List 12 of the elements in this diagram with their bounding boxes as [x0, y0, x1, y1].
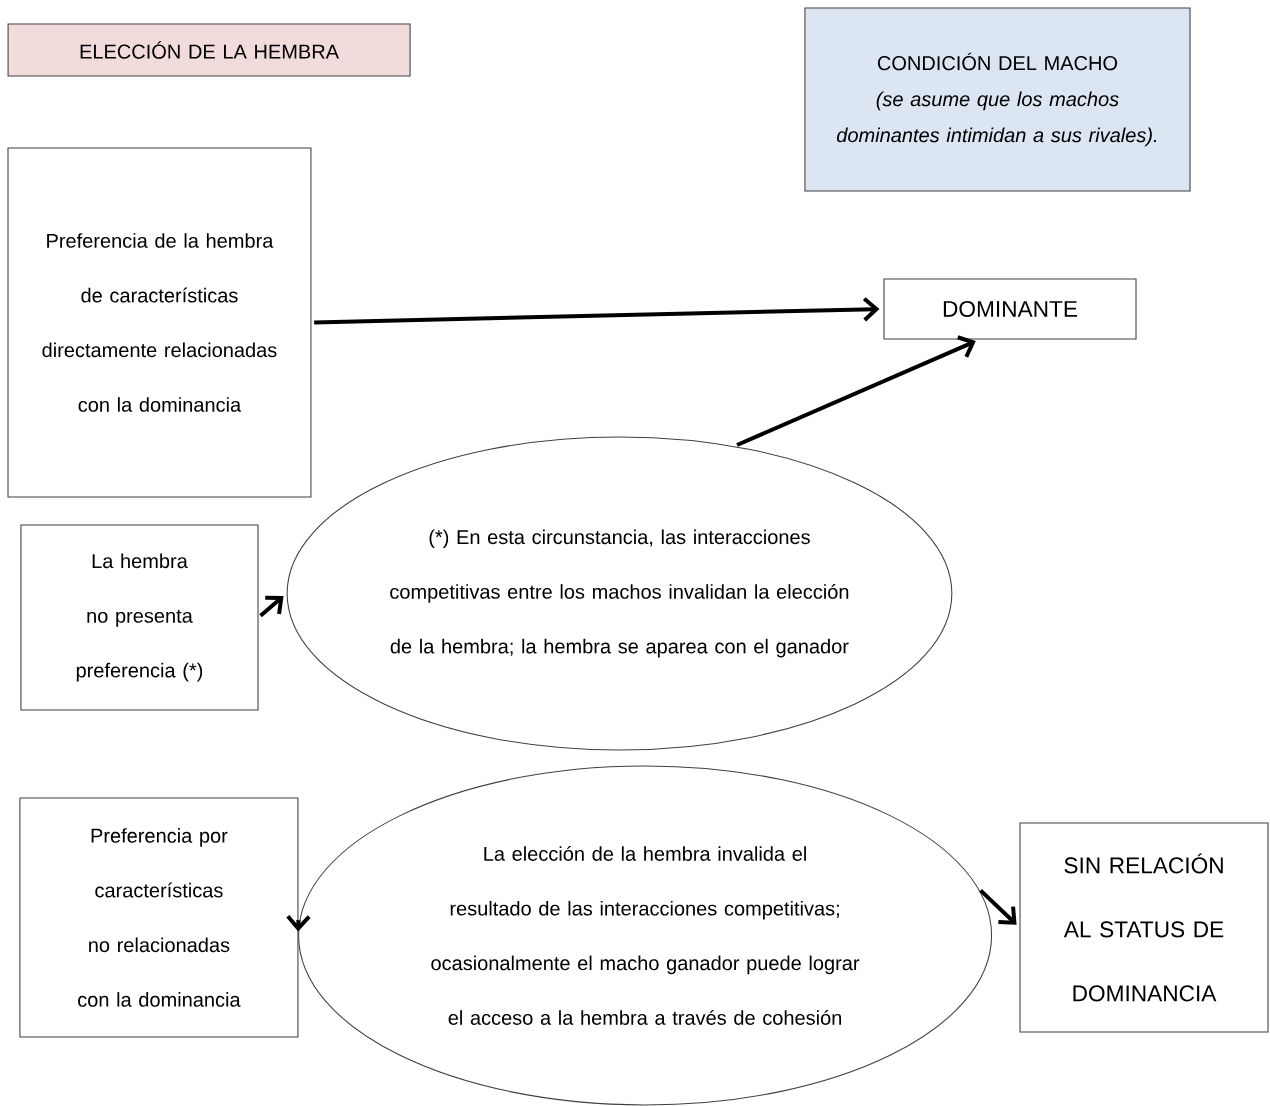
arrow [736, 335, 976, 447]
process-box: Preferencia por características no relacionadas con la dominancia [19, 797, 299, 1038]
arrow [979, 888, 1017, 925]
header-box: ELECCIÓN DE LA HEMBRA [7, 23, 411, 77]
outcome-box: SIN RELACIÓN AL STATUS DE DOMINANCIA [1019, 822, 1269, 1033]
arrow [314, 297, 880, 325]
process-box: La hembra no presenta preferencia (*) [20, 524, 259, 711]
outcome-box: DOMINANTE [883, 278, 1137, 340]
process-box: Preferencia de la hembra de características directamente relacionadas con la dominancia [7, 147, 312, 498]
arrow [259, 595, 284, 618]
node-label: La elección de la hembra invalida el resultado de las interacciones competitivas; ocasionalmente el macho ganador puede lograr el acceso a la hembra a través de cohesión [431, 846, 860, 1025]
header-box: CONDICIÓN DEL MACHO (se asume que los machos dominantes intimidan a sus rivales). [804, 7, 1191, 192]
